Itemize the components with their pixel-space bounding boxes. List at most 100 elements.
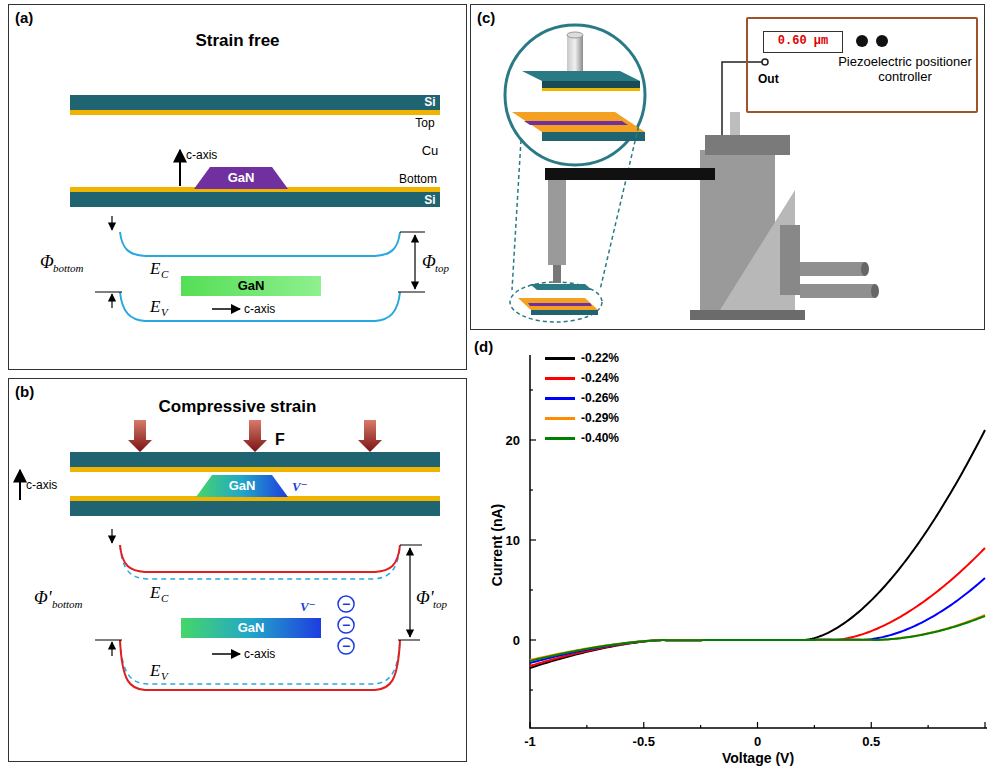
layer-name: Bottom xyxy=(399,173,437,185)
subscript: top xyxy=(435,263,449,274)
subscript: V xyxy=(161,671,168,682)
subscript: bottom xyxy=(53,263,84,274)
iv-curve xyxy=(530,615,985,660)
legend-label: -0.40% xyxy=(581,431,619,445)
signal-wire xyxy=(722,62,762,135)
gan-band: GaN xyxy=(181,618,321,638)
valence-band xyxy=(120,640,400,690)
band-symbol: E xyxy=(150,298,160,315)
force-arrow xyxy=(128,420,152,452)
node-label: GaN xyxy=(238,621,265,636)
iv-curve xyxy=(530,548,985,666)
circle-shape xyxy=(338,617,354,633)
top-plate xyxy=(542,81,640,88)
positioner-arm xyxy=(545,168,715,180)
positioner-side xyxy=(780,225,800,295)
layer-name: Top xyxy=(415,117,434,129)
display-readout: 0.60 µm xyxy=(763,31,843,53)
barrier-symbol: Φ' xyxy=(416,589,434,607)
legend-swatch xyxy=(545,437,575,440)
subscript: C xyxy=(161,269,168,280)
gan-wire xyxy=(524,121,628,125)
probe-stem xyxy=(567,32,583,38)
rect-shape xyxy=(181,276,321,296)
force-label: F xyxy=(275,432,285,448)
band-symbol: E xyxy=(150,260,160,277)
axis-arrow xyxy=(212,653,240,655)
barrier-symbol: Φ' xyxy=(34,589,52,607)
layer-name: Si xyxy=(424,96,435,108)
zoom-ellipse xyxy=(510,282,602,322)
subscript: C xyxy=(161,593,168,604)
positioner-arm xyxy=(548,180,566,265)
tick-mark xyxy=(530,489,533,490)
gan-band: GaN xyxy=(181,276,321,296)
panel-box: GaNGaN−−−(b)Compressive strain xyxy=(8,378,467,762)
tick-mark xyxy=(928,725,929,728)
top-plate xyxy=(530,284,592,290)
conduction-band xyxy=(120,545,400,579)
si-layer xyxy=(70,501,440,516)
legend-row: -0.40% xyxy=(545,428,619,448)
tick-label: 0.5 xyxy=(862,735,880,748)
fermi-level xyxy=(95,545,422,640)
barrier-arrow xyxy=(111,294,112,308)
node-label: GaN xyxy=(238,279,265,294)
device-name: Piezoelectric positioner controller xyxy=(838,55,972,85)
positioner-top xyxy=(705,135,790,155)
force-arrow xyxy=(243,420,267,452)
axis-arrow xyxy=(19,470,21,500)
positioner-knob xyxy=(861,262,869,276)
si-layer xyxy=(70,192,440,207)
tick-mark xyxy=(529,722,530,728)
subscript: V xyxy=(161,307,168,318)
electrode-layer xyxy=(70,467,440,472)
iv-curve xyxy=(530,578,985,663)
legend-label: -0.24% xyxy=(581,371,619,385)
positioner-knob xyxy=(800,262,865,276)
axis-title: Voltage (V) xyxy=(722,751,794,765)
node-label: 0.60 µm xyxy=(778,35,828,49)
legend-row: -0.24% xyxy=(545,368,619,388)
trapezoid-shape xyxy=(196,475,288,497)
tick-label: -1 xyxy=(524,735,536,748)
gan-wire: GaN xyxy=(194,167,288,189)
node-label: − xyxy=(342,638,350,654)
rect-shape xyxy=(181,618,321,638)
legend-row: -0.26% xyxy=(545,388,619,408)
subscript: top xyxy=(433,599,447,610)
conduction-band xyxy=(120,545,400,572)
vacancy-label: V⁻ xyxy=(300,600,316,613)
legend-row: -0.22% xyxy=(545,348,619,368)
band-symbol: E xyxy=(150,584,160,601)
legend-label: -0.29% xyxy=(581,411,619,425)
barrier-arrow xyxy=(111,642,112,656)
tick-label: -0.5 xyxy=(633,735,655,748)
panel-box: 0.60 µmOutPiezoelectric positioner contr… xyxy=(470,4,985,330)
tick-mark xyxy=(530,389,533,390)
conduction-band xyxy=(120,232,400,256)
tick-label: 20 xyxy=(506,434,520,447)
iv-curve xyxy=(530,616,985,661)
tick-mark xyxy=(530,439,536,440)
positioner-rod xyxy=(730,112,740,135)
legend-swatch xyxy=(545,357,575,360)
charge-symbol: − xyxy=(337,595,355,613)
tick-mark xyxy=(984,722,985,728)
tick-label: 0 xyxy=(754,735,761,748)
node-label: − xyxy=(342,617,350,633)
legend-label: -0.22% xyxy=(581,351,619,365)
valence-band xyxy=(120,292,400,321)
legend-swatch xyxy=(545,397,575,400)
vacancy-label: V⁻ xyxy=(292,480,308,493)
positioner-knob xyxy=(871,284,879,298)
tick-mark xyxy=(530,639,536,640)
barrier-arrow xyxy=(414,235,415,289)
gan-wire: GaN xyxy=(196,475,288,497)
axis-ticks xyxy=(530,390,985,728)
tick-mark xyxy=(530,689,533,690)
positioner-base xyxy=(690,310,805,320)
axis-title: Current (nA) xyxy=(490,504,504,586)
panel-title: Strain free xyxy=(9,31,466,51)
